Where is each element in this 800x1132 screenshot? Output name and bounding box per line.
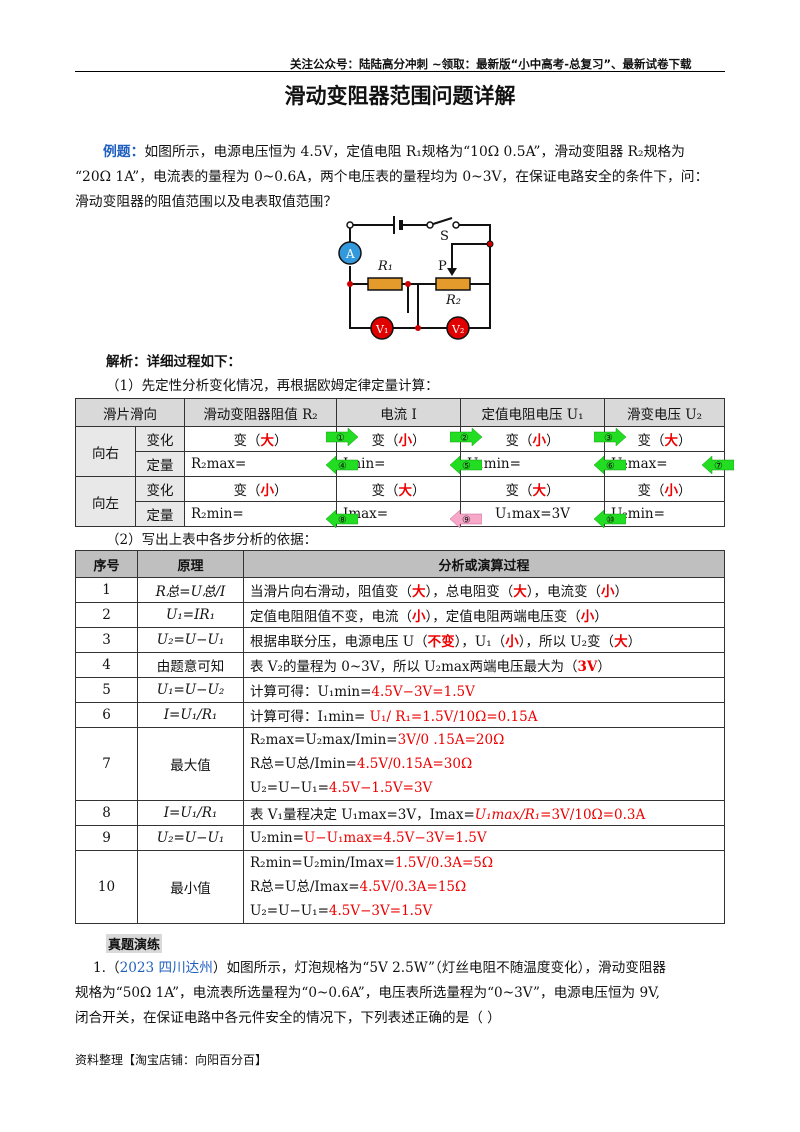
svg-text:V₁: V₁ bbox=[375, 323, 388, 336]
example-text: 例题：如图所示，电源电压恒为 4.5V，定值电阻 R₁规格为“10Ω 0.5A”… bbox=[75, 144, 709, 210]
svg-text:R₂: R₂ bbox=[445, 293, 461, 308]
svg-text:R₁: R₁ bbox=[377, 259, 393, 274]
page-header: 关注公众号：陆陆高分冲刺 ~领取：最新版“小中高考-总复习”、最新试卷下载 bbox=[290, 57, 692, 71]
table-row: 7 最大值 R₂max=U₂max/Imin=3V/0 .15A=20Ω R总=… bbox=[75, 727, 725, 801]
table-row: 3 U₂=U−U₁ 根据串联分压，电源电压 U（不变），U₁（小），所以 U₂变… bbox=[75, 627, 725, 653]
step1-label: （1）先定性分析变化情况，再根据欧姆定律定量计算： bbox=[106, 378, 439, 394]
page-title: 滑动变阻器范围问题详解 bbox=[284, 84, 516, 108]
table-row: 10 最小值 R₂min=U₂min/Imax=1.5V/0.3A=5Ω R总=… bbox=[75, 850, 725, 924]
ammeter-icon bbox=[338, 241, 362, 265]
header-rule bbox=[75, 71, 725, 72]
table-row: 6 I=U₁/R₁ 计算可得：I₁min= U₁/ R₁=1.5V/10Ω=0.… bbox=[75, 702, 725, 728]
svg-text:S: S bbox=[440, 229, 449, 244]
example-label: 例题： bbox=[103, 144, 145, 160]
svg-text:P: P bbox=[438, 259, 447, 274]
table-row: 4 由题意可知 表 V₂的量程为 0~3V，所以 U₂max两端电压最大为（3V… bbox=[75, 652, 725, 678]
analysis-label: 解析：详细过程如下： bbox=[106, 354, 241, 370]
table-row: 5 U₁=U−U₂ 计算可得：U₁min=4.5V−3V=1.5V bbox=[75, 677, 725, 703]
basis-table: 序号 原理 分析或演算过程 1 R总=U总/I 当滑片向右滑动，阻值变（大），总… bbox=[75, 550, 725, 924]
page-footer: 资料整理【淘宝店铺：向阳百分百】 bbox=[75, 1053, 268, 1067]
practice-question: 1.（2023 四川达州）如图所示，灯泡规格为“5V 2.5W”（灯丝电阻不随温… bbox=[75, 960, 667, 1026]
table-row: 2 U₁=IR₁ 定值电阻阻值不变，电流（小），定值电阻两端电压变（小） bbox=[75, 602, 725, 628]
step2-label: （2）写出上表中各步分析的依据： bbox=[106, 532, 318, 548]
voltmeter-v2-icon bbox=[446, 316, 470, 340]
ammeter-label: A bbox=[345, 247, 355, 261]
circuit-diagram: A V₁ V₂ S R₁ P R₂ bbox=[338, 216, 494, 340]
table-row: 9 U₂=U−U₁ U₂min=U−U₁max=4.5V−3V=1.5V bbox=[75, 825, 725, 851]
analysis-table: 滑片滑向 滑动变阻器阻值 R₂ 电流 I 定值电阻电压 U₁ 滑变电压 U₂ 向… bbox=[75, 398, 725, 527]
practice-label: 真题演练 bbox=[106, 934, 163, 953]
resistor-r2 bbox=[435, 277, 471, 291]
voltmeter-v1-icon bbox=[370, 316, 394, 340]
table-row: 8 I=U₁/R₁ 表 V₁量程决定 U₁max=3V，Imax=U₁max/R… bbox=[75, 800, 725, 826]
table-row: 1 R总=U总/I 当滑片向右滑动，阻值变（大），总电阻变（大），电流变（小） bbox=[75, 577, 725, 603]
resistor-r1 bbox=[367, 277, 403, 291]
svg-text:V₂: V₂ bbox=[451, 323, 464, 336]
